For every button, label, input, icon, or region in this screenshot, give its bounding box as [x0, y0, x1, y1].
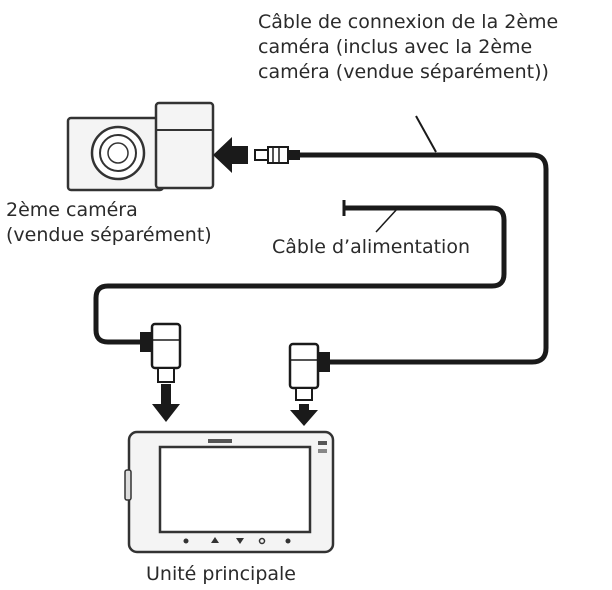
power-label-pointer [375, 207, 399, 233]
second-camera-label: 2ème caméra (vendue séparément) [6, 198, 212, 248]
arrow-down-icon [290, 404, 318, 426]
power-cable-line [93, 205, 507, 345]
main-unit-illustration [124, 430, 335, 554]
power-cable-label: Câble d’alimentation [272, 236, 471, 258]
label-line: caméra (inclus avec la 2ème [258, 36, 533, 58]
power-connector-plug [140, 322, 182, 383]
main-unit-label: Unité principale [146, 563, 296, 585]
label-line: 2ème caméra [6, 199, 138, 221]
camera-cable-connector-plug [288, 342, 330, 401]
arrow-left-icon [213, 137, 248, 173]
cable-label-pointer [415, 115, 437, 153]
camera-connector-plug [254, 146, 300, 164]
label-line: Câble de connexion de la 2ème [258, 11, 559, 33]
second-camera-cable-label: Câble de connexion de la 2ème caméra (in… [258, 10, 558, 85]
second-camera-cable-line [300, 152, 549, 365]
arrow-down-icon [152, 384, 180, 422]
label-line: caméra (vendue séparément)) [258, 61, 549, 83]
second-camera-illustration [66, 101, 215, 192]
label-line: (vendue séparément) [6, 224, 212, 246]
